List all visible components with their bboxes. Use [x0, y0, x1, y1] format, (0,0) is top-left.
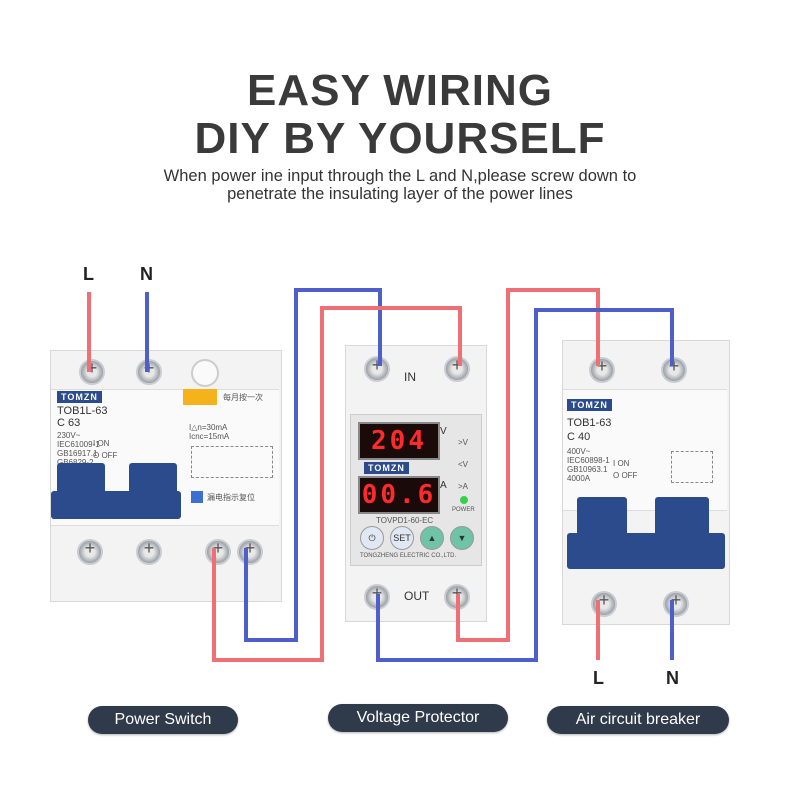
- voltage-protector-caption: Voltage Protector: [328, 704, 508, 732]
- air-breaker-caption: Air circuit breaker: [547, 706, 729, 734]
- breaker-toggle-right[interactable]: [655, 497, 709, 537]
- breaker-on: I ON: [613, 459, 630, 468]
- power-switch-caption: Power Switch: [88, 706, 238, 734]
- indicator-over-v: >V: [458, 438, 469, 447]
- indicator-under-v: <V: [458, 460, 469, 469]
- up-arrow-icon[interactable]: ▲: [420, 526, 444, 550]
- breaker-toggle-bar[interactable]: [567, 533, 725, 569]
- voltage-display: 204: [358, 422, 440, 460]
- screw-icon: [591, 590, 617, 617]
- power-label: POWER: [452, 507, 475, 513]
- headline-easy-wiring: EASY WIRING: [246, 66, 553, 115]
- orange-test-tab: [183, 389, 217, 405]
- wire-protector-n-to-breaker: [376, 308, 674, 662]
- screw-icon: [136, 538, 162, 565]
- toggle-handle-right[interactable]: [129, 463, 177, 495]
- test-button: [191, 359, 219, 387]
- input-n-label: N: [140, 264, 153, 284]
- toggle-handle-left[interactable]: [57, 463, 105, 495]
- wire-switch-n-to-protector: [244, 288, 382, 642]
- out-label: OUT: [404, 589, 430, 603]
- power-switch-rating: C 63: [57, 417, 81, 429]
- breaker-circuit-icon: [671, 451, 713, 483]
- air-breaker-device: TOMZN TOB1-63 C 40 400V~ IEC60898-1 GB10…: [562, 340, 730, 625]
- in-label: IN: [404, 370, 416, 384]
- power-switch-leak: I△n=30mA Icnc=15mA: [189, 423, 230, 441]
- current-display: 00.6: [358, 476, 440, 514]
- subtitle-line-2: penetrate the insulating layer of the po…: [227, 185, 573, 203]
- headline-diy: DIY BY YOURSELF: [194, 114, 606, 163]
- wire-switch-l-to-protector: [212, 306, 462, 662]
- power-switch-brand: TOMZN: [57, 391, 102, 403]
- output-l-label: L: [593, 668, 604, 688]
- voltage-protector-device: IN 204 V TOMZN 00.6 A >V <V >A POWER TOV…: [345, 345, 487, 622]
- power-switch-off: O OFF: [93, 451, 118, 460]
- circuit-diagram-icon: [191, 446, 273, 478]
- breaker-specs: 400V~ IEC60898-1 GB10963.1 4000A: [567, 447, 610, 483]
- screw-icon: [77, 538, 103, 565]
- power-switch-reset-note: 漏电指示复位: [207, 493, 255, 502]
- breaker-brand: TOMZN: [567, 399, 612, 411]
- unit-v: V: [440, 426, 447, 437]
- screw-icon: [444, 355, 470, 382]
- toggle-bar[interactable]: [51, 491, 181, 519]
- reset-indicator: [191, 491, 203, 503]
- power-switch-model: TOB1L-63: [57, 405, 108, 417]
- screw-icon: [79, 358, 105, 385]
- power-led-icon: [460, 496, 468, 504]
- breaker-model: TOB1-63: [567, 417, 612, 429]
- power-button-icon[interactable]: ⏻: [360, 526, 384, 550]
- breaker-toggle-left[interactable]: [577, 497, 627, 537]
- unit-a: A: [440, 480, 447, 491]
- screw-icon: [661, 356, 687, 383]
- input-l-label: L: [83, 264, 94, 284]
- screw-icon: [364, 355, 390, 382]
- power-switch-note: 每月按一次: [223, 393, 263, 402]
- output-n-label: N: [666, 668, 679, 688]
- wire-protector-l-to-breaker: [456, 288, 600, 642]
- indicator-over-a: >A: [458, 482, 469, 491]
- subtitle-line-1: When power ine input through the L and N…: [163, 167, 637, 185]
- protector-maker: TONGZHENG ELECTRIC CO.,LTD.: [360, 553, 457, 559]
- breaker-rating: C 40: [567, 431, 591, 443]
- set-button[interactable]: SET: [390, 526, 414, 550]
- breaker-off: O OFF: [613, 471, 638, 480]
- power-switch-on: I ON: [93, 439, 110, 448]
- protector-brand: TOMZN: [364, 462, 409, 474]
- down-arrow-icon[interactable]: ▼: [450, 526, 474, 550]
- protector-model: TOVPD1-60-EC: [376, 516, 434, 525]
